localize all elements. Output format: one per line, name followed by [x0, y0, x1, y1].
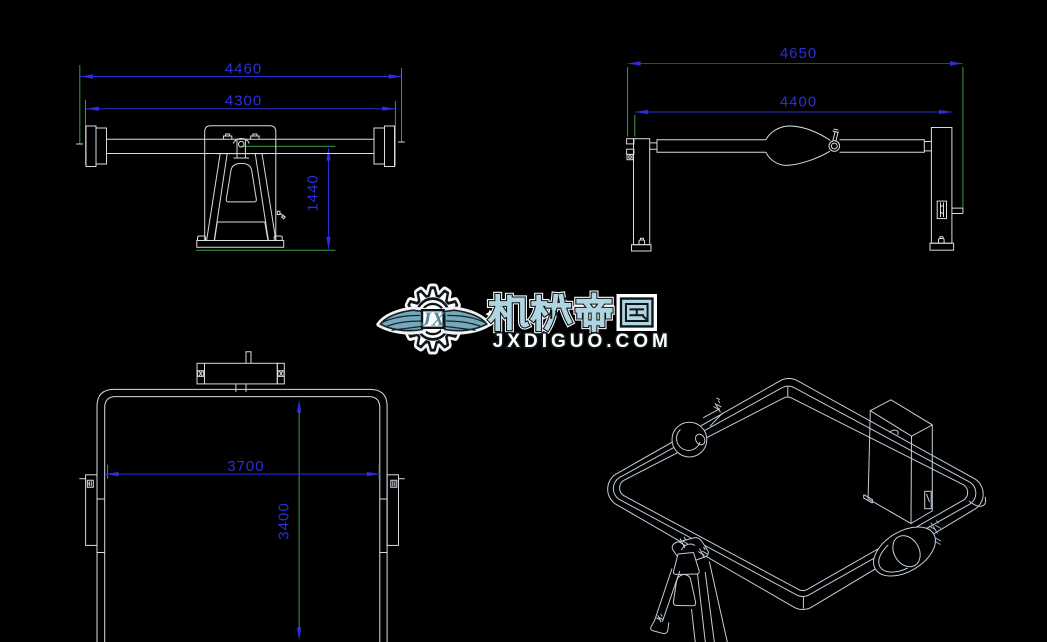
svg-text:4400: 4400	[780, 94, 817, 111]
svg-text:JXDIGUO.COM: JXDIGUO.COM	[493, 331, 672, 352]
svg-text:4460: 4460	[225, 61, 262, 78]
svg-text:3700: 3700	[227, 458, 264, 475]
svg-text:4650: 4650	[780, 45, 817, 62]
svg-text:JX: JX	[420, 309, 446, 331]
svg-text:3400: 3400	[276, 502, 293, 539]
svg-text:4300: 4300	[225, 93, 262, 110]
svg-text:1440: 1440	[305, 174, 322, 211]
